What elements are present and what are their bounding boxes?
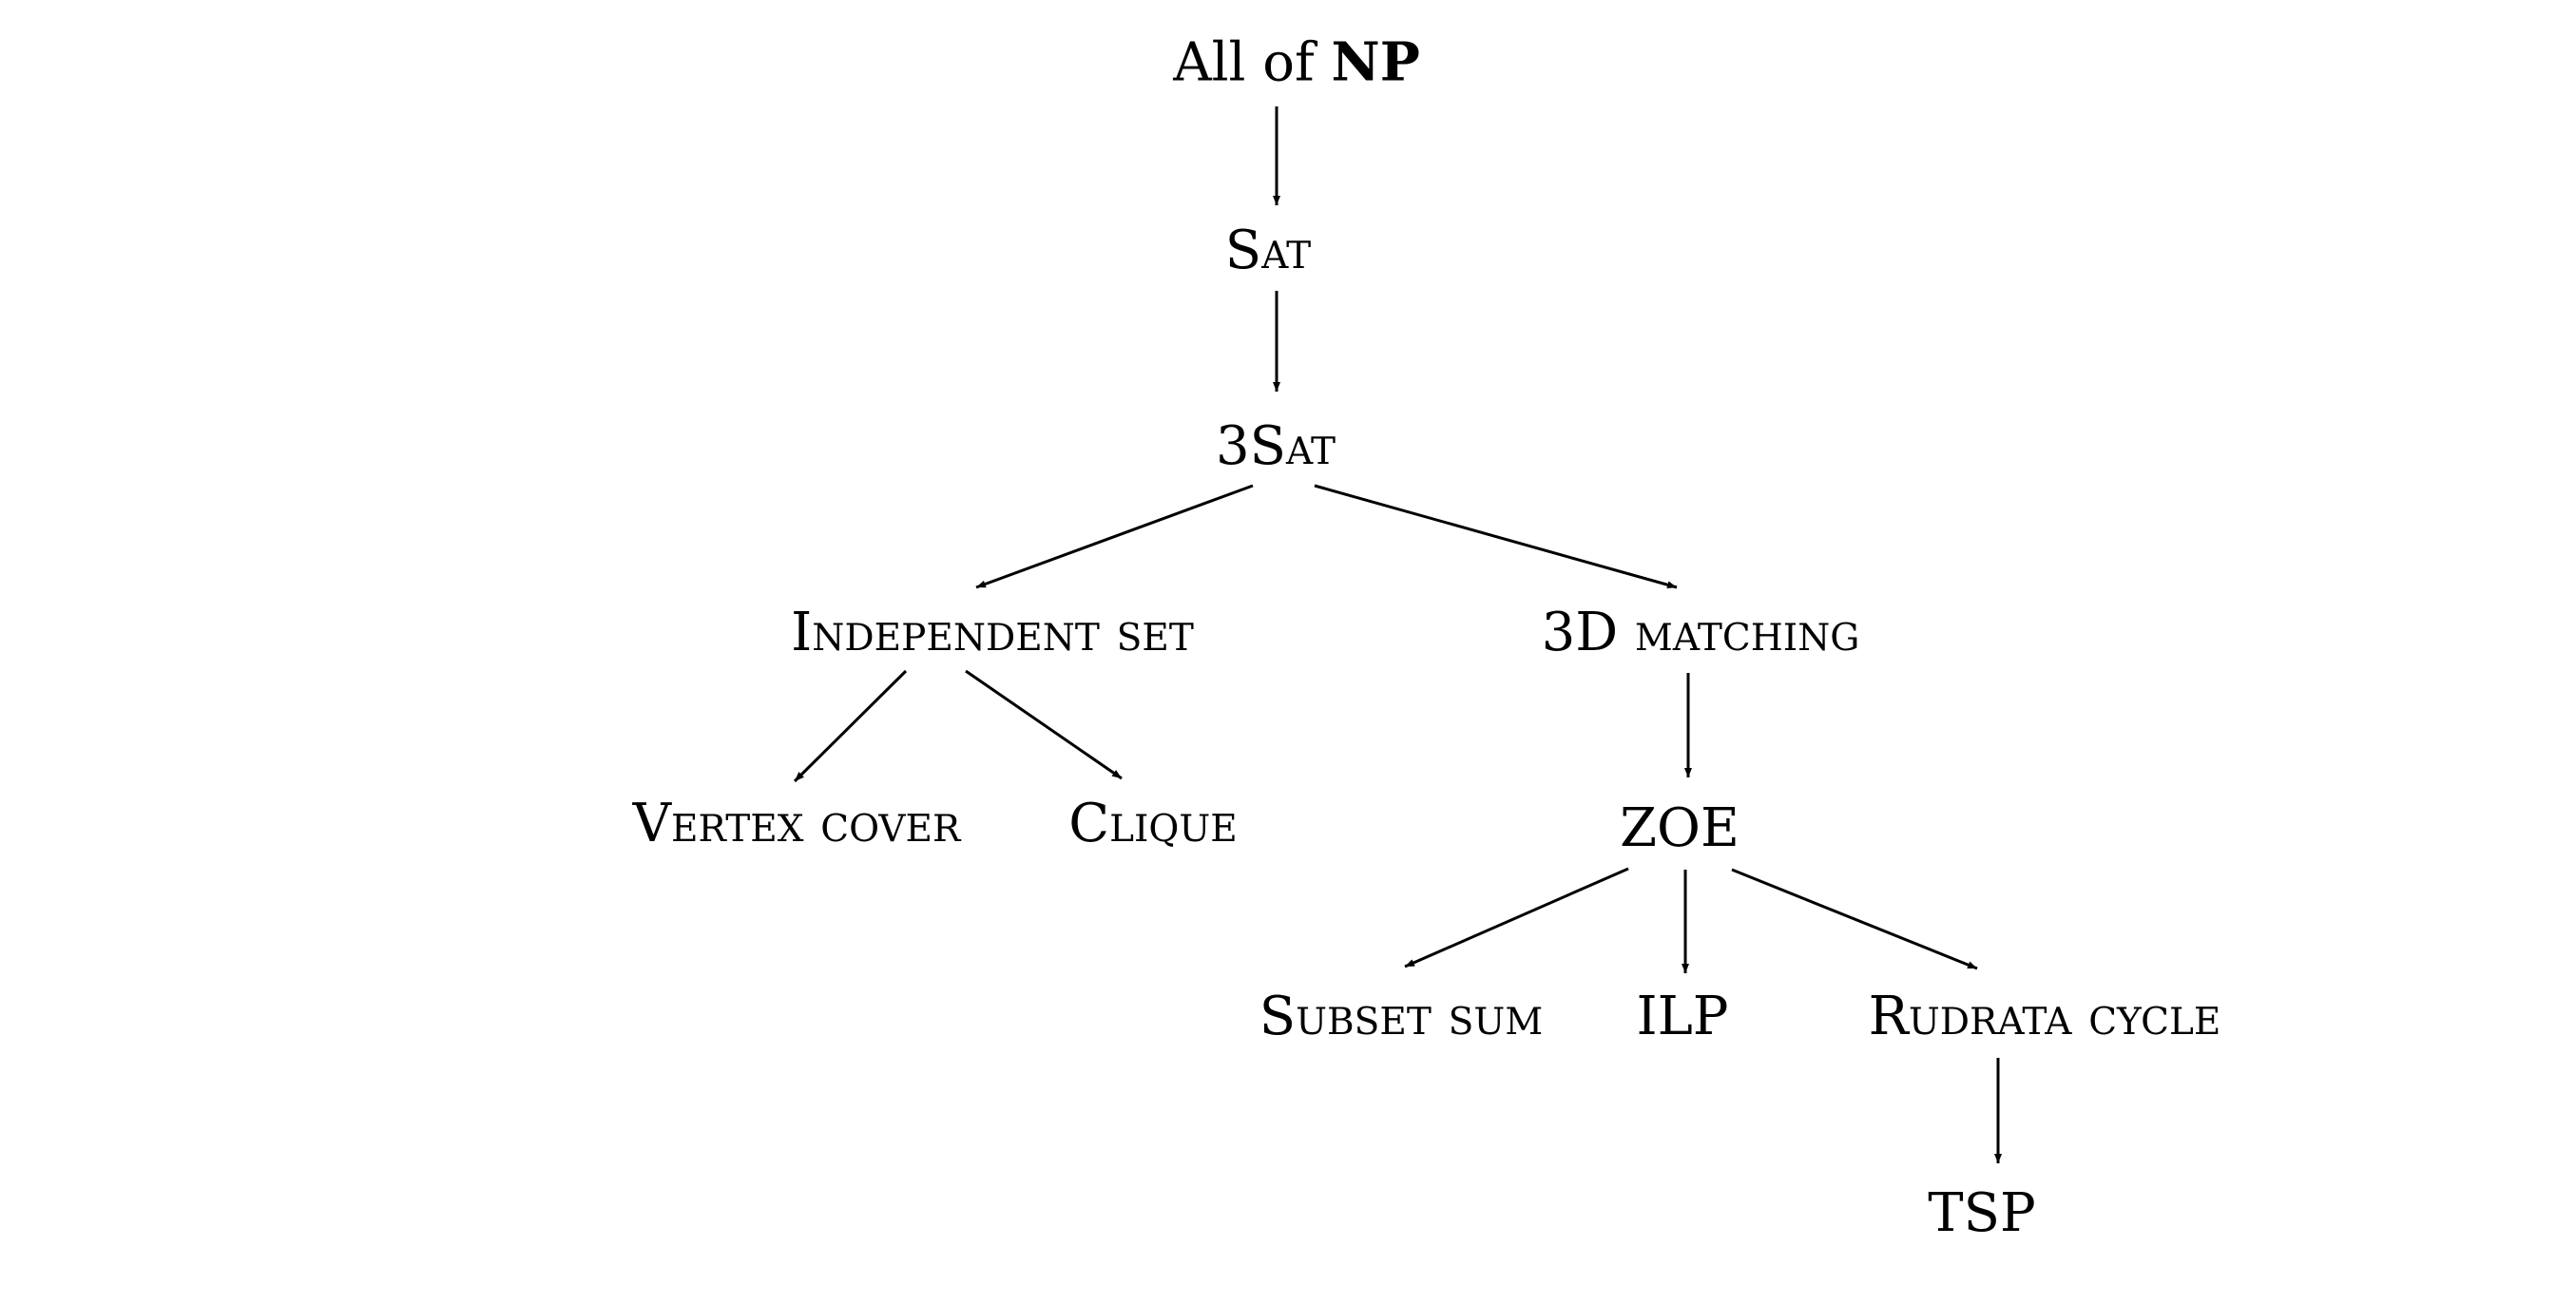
node-3sat: 3Sat xyxy=(1215,415,1336,477)
node-sat: Sat xyxy=(1224,220,1312,281)
node-all-of-np-prefix: All of xyxy=(1173,31,1332,94)
edge-3sat-to-independent-set xyxy=(975,484,1254,589)
edge-independent-set-to-clique xyxy=(965,669,1123,780)
node-rudrata-cycle: Rudrata cycle xyxy=(1868,986,2221,1047)
edge-zoe-to-rudrata-cycle xyxy=(1731,868,1978,970)
node-zoe: ZOE xyxy=(1620,797,1740,859)
edge-3sat-to-3d-matching xyxy=(1314,484,1678,589)
edge-zoe-to-subset-sum xyxy=(1404,867,1629,968)
node-tsp: TSP xyxy=(1928,1182,2036,1244)
node-3d-matching: 3D matching xyxy=(1541,602,1860,663)
node-independent-set: Independent set xyxy=(791,602,1194,663)
node-all-of-np: All of NP xyxy=(1173,36,1420,90)
node-clique: Clique xyxy=(1068,793,1238,854)
node-vertex-cover: Vertex cover xyxy=(632,793,961,854)
edge-independent-set-to-vertex-cover xyxy=(793,669,908,783)
node-ilp: ILP xyxy=(1636,986,1729,1047)
node-subset-sum: Subset sum xyxy=(1259,986,1544,1047)
node-np-bold: NP xyxy=(1331,30,1420,94)
